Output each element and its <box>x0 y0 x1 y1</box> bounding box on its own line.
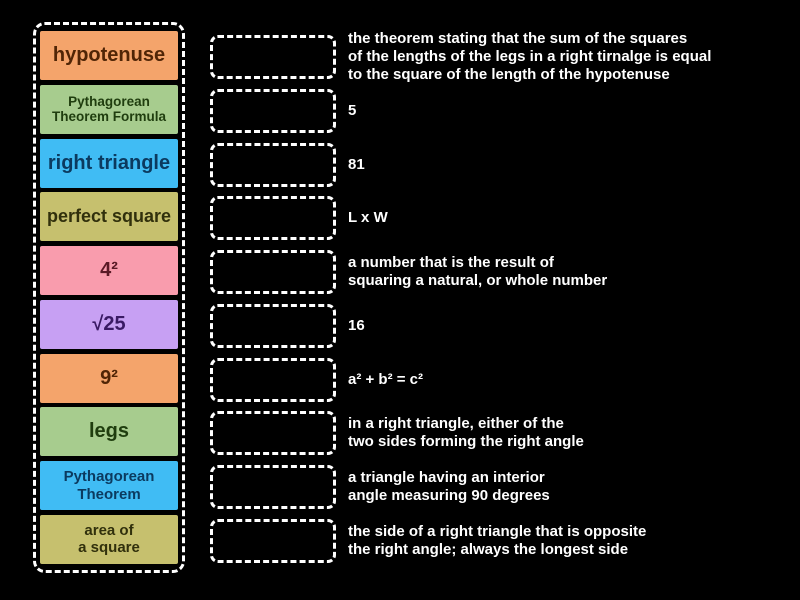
answer-slot-1[interactable] <box>210 35 336 79</box>
definitions-column: the theorem stating that the sum of the … <box>348 30 788 563</box>
term-tile-area-of-a-square[interactable]: area of a square <box>40 514 178 564</box>
answer-slot-7[interactable] <box>210 357 336 402</box>
answer-slot-10[interactable] <box>210 518 336 563</box>
term-tile-pythagorean-theorem[interactable]: Pythagorean Theorem <box>40 461 178 511</box>
term-tile-pythagorean-theorem-formula[interactable]: Pythagorean Theorem Formula <box>40 84 178 134</box>
definition-text-8: in a right triangle, either of the two s… <box>348 415 584 451</box>
definition-row: a number that is the result of squaring … <box>348 250 788 294</box>
definition-row: a triangle having an interior angle meas… <box>348 465 788 509</box>
term-tile-sqrt-25[interactable]: √25 <box>40 299 178 349</box>
definition-text-6: 16 <box>348 316 365 334</box>
answer-slot-4[interactable] <box>210 196 336 241</box>
definition-text-9: a triangle having an interior angle meas… <box>348 469 550 505</box>
term-tile-9-squared[interactable]: 9² <box>40 353 178 403</box>
answer-slot-2[interactable] <box>210 88 336 133</box>
answer-slot-8[interactable] <box>210 411 336 456</box>
definition-text-4: L x W <box>348 209 388 227</box>
definition-row: the side of a right triangle that is opp… <box>348 519 788 563</box>
term-tile-4-squared[interactable]: 4² <box>40 246 178 296</box>
definition-text-10: the side of a right triangle that is opp… <box>348 522 647 558</box>
definition-text-1: the theorem stating that the sum of the … <box>348 30 712 83</box>
definition-row: L x W <box>348 196 788 240</box>
answer-slot-5[interactable] <box>210 250 336 295</box>
definition-row: 81 <box>348 143 788 187</box>
definition-row: 5 <box>348 89 788 133</box>
definition-text-5: a number that is the result of squaring … <box>348 254 608 290</box>
definition-row: a² + b² = c² <box>348 358 788 402</box>
terms-column: hypotenuse Pythagorean Theorem Formula r… <box>33 22 185 573</box>
term-tile-perfect-square[interactable]: perfect square <box>40 192 178 242</box>
answer-slot-6[interactable] <box>210 303 336 348</box>
definition-row: in a right triangle, either of the two s… <box>348 411 788 455</box>
definition-text-3: 81 <box>348 155 365 173</box>
answer-slot-9[interactable] <box>210 465 336 510</box>
definition-row: the theorem stating that the sum of the … <box>348 30 788 83</box>
definition-text-7: a² + b² = c² <box>348 370 424 388</box>
definition-row: 16 <box>348 304 788 348</box>
definition-text-2: 5 <box>348 101 357 119</box>
term-tile-hypotenuse[interactable]: hypotenuse <box>40 31 178 80</box>
term-tile-legs[interactable]: legs <box>40 407 178 457</box>
answer-slots-column <box>210 35 336 563</box>
answer-slot-3[interactable] <box>210 142 336 187</box>
term-tile-right-triangle[interactable]: right triangle <box>40 138 178 188</box>
